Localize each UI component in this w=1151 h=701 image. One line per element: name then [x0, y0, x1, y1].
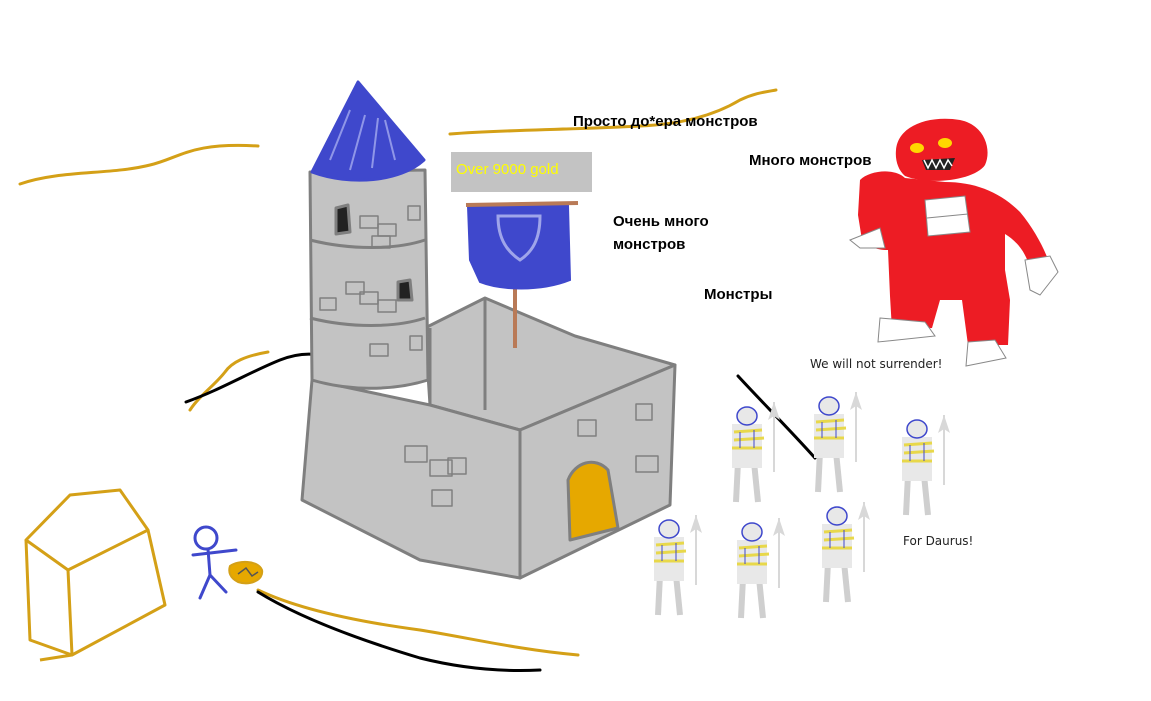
banner-icon	[465, 201, 579, 348]
label-very-many-monsters-1: Очень много	[613, 213, 709, 230]
gold-counter-box	[451, 152, 592, 192]
castle-door	[566, 460, 620, 542]
label-very-many-monsters-2: монстров	[613, 236, 686, 253]
gold-line-left	[18, 143, 260, 186]
castle-icon	[300, 80, 677, 580]
soldier-icon	[822, 502, 870, 602]
soldier-icon	[902, 415, 950, 515]
monster-icon	[849, 118, 1059, 367]
hut-icon	[24, 488, 167, 662]
road-left	[184, 352, 322, 404]
road-bottom	[256, 590, 542, 672]
soldier-icon	[814, 392, 862, 492]
roof	[310, 80, 426, 182]
speech-soldiers: For Daurus!	[903, 534, 974, 548]
soldier-icon	[737, 518, 785, 618]
stickman-icon	[191, 525, 238, 600]
gold-bag-icon	[228, 560, 264, 585]
soldier-icon	[654, 515, 702, 615]
soldier-army	[654, 392, 950, 618]
speech-monster: We will not surrender!	[810, 357, 943, 371]
gold-line-bottom	[256, 588, 580, 657]
gold-counter: Over 9000 gold	[456, 161, 559, 178]
soldier-icon	[732, 402, 780, 502]
label-many-monsters: Много монстров	[749, 152, 872, 169]
gold-line-castle-left	[188, 350, 270, 412]
label-tons-of-monsters: Просто до*ера монстров	[573, 113, 758, 130]
gold-line-top	[448, 88, 778, 136]
label-monsters: Монстры	[704, 286, 773, 303]
